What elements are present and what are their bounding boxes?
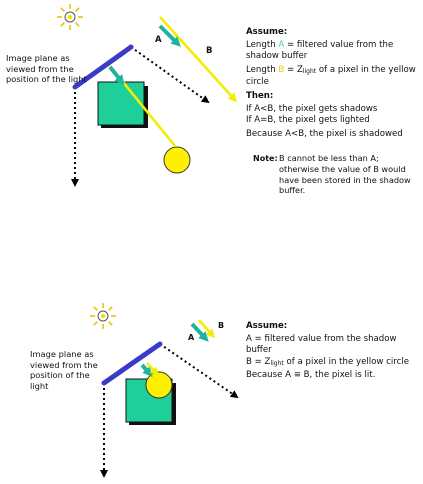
top-then-line3: Because A<B, the pixel is shadowed [246, 128, 403, 139]
bottom-label-b: B [218, 321, 225, 330]
top-assume-heading: Assume: [246, 27, 288, 37]
bottom-ray-a [190, 322, 209, 342]
top-box [97, 81, 145, 126]
top-ray-b [159, 16, 238, 103]
bottom-assume-line1: A = filtered value from the shadow buffe… [246, 334, 397, 356]
bottom-image-plane [101, 341, 163, 386]
bottom-label-a: A [188, 333, 195, 342]
top-label-b: B [206, 46, 213, 56]
top-ray-a [158, 24, 181, 47]
top-note-text: B cannot be less than A; otherwise the v… [279, 153, 411, 196]
bottom-plane-label: Image plane as viewed from the position … [30, 349, 98, 391]
top-assume-key-b: B [278, 64, 285, 75]
bottom-yellow-circle [145, 371, 173, 399]
top-sun-icon [57, 4, 83, 30]
top-ray-to-box [108, 65, 125, 86]
top-assume-line2: Length B = Zlight of a pixel in the yell… [246, 64, 416, 87]
top-then-line2: If A=B, the pixel gets lighted [246, 115, 370, 126]
top-then-line1: If A<B, the pixel gets shadows [246, 104, 378, 115]
top-label-a: A [155, 35, 162, 45]
top-assume-block: Assume: Length A = filtered value from t… [246, 27, 416, 140]
top-assume-key-a: A [278, 40, 285, 51]
bottom-frustum-upper [159, 343, 239, 399]
bottom-ray-b [198, 319, 215, 339]
bottom-ray-a-inner [140, 363, 153, 377]
bottom-ray-b-inner [146, 362, 160, 377]
top-note-label: Note: [253, 154, 278, 163]
top-yellow-circle [163, 146, 191, 174]
bottom-assume-block: Assume: A = filtered value from the shad… [246, 321, 418, 381]
top-then-heading: Then: [246, 91, 274, 102]
bottom-assume-line3: Because A ≡ B, the pixel is lit. [246, 369, 376, 380]
bottom-sun-icon [90, 303, 116, 329]
top-frustum-upper [130, 46, 210, 104]
top-plane-label: Image plane as viewed from the position … [6, 53, 87, 84]
bottom-assume-line2: B = Zlight of a pixel in the yellow circ… [246, 356, 410, 367]
bottom-assume-heading: Assume: [246, 321, 288, 331]
top-image-plane [72, 44, 134, 90]
top-assume-line1: Length A = filtered value from the shado… [246, 40, 394, 62]
